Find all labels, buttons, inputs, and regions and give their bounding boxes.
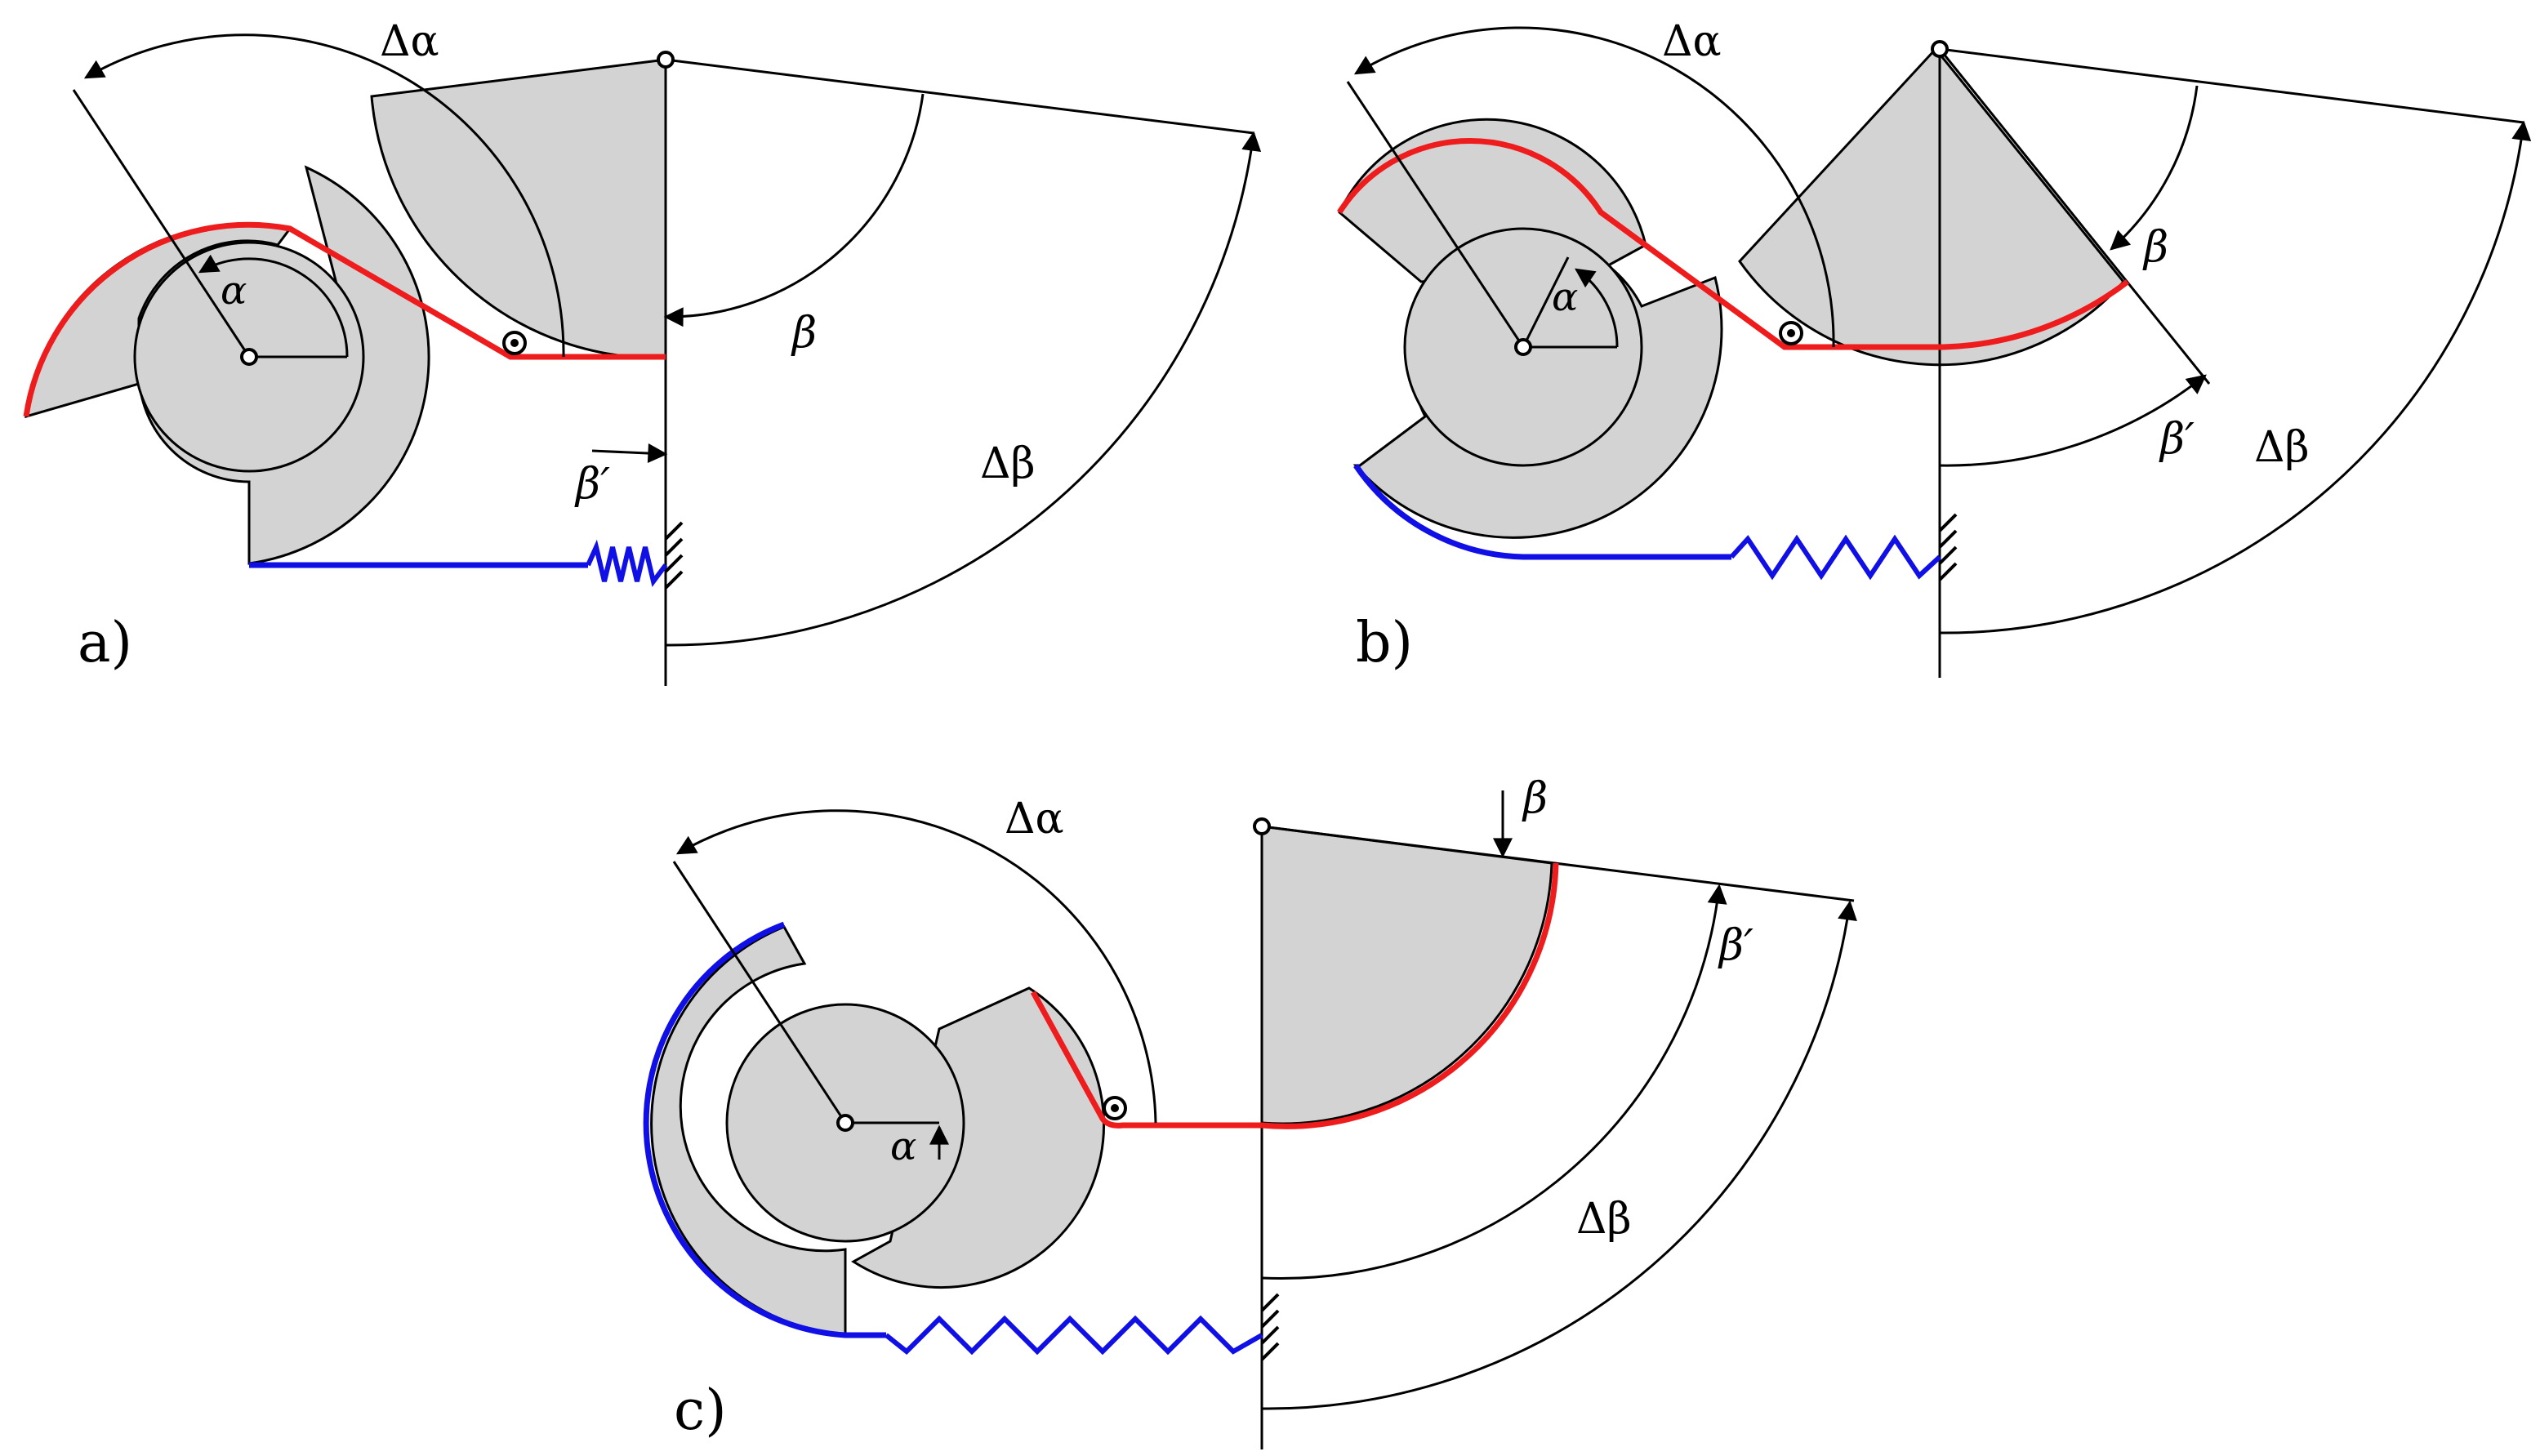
red-cable-b [1337,137,2130,350]
label-delta-alpha-b: Δα [1662,17,1722,66]
delta-beta-arc-b [1939,120,2532,634]
label-delta-beta-b: Δβ [2254,423,2310,472]
sector-c [1260,825,1553,1125]
center-a [240,348,258,366]
panel-a: Δα α β β′ Δβ a) [23,17,1262,686]
alpha-arc-b [1575,268,1619,348]
cam-disc-c [650,925,847,1337]
label-beta-b: β [2142,223,2168,272]
ground-c [1260,1293,1280,1361]
beta-arc-a [663,93,925,327]
center-b [1514,338,1532,356]
pivot-c [1253,817,1271,835]
delta-beta-arc-a [665,131,1262,647]
delta-alpha-arc-c [675,809,1157,1124]
alpha-arc-a [198,254,349,358]
label-beta-a: β [791,309,817,358]
beta-prime-arc-b [1939,374,2207,467]
beta-prime-arc-c [1261,884,1727,1280]
panel-b: Δα α β β′ Δβ b) [1337,17,2532,678]
beta-arc-b [2110,85,2199,251]
pivot-b [1931,40,1949,58]
ground-a [664,521,684,590]
label-delta-alpha-a: Δα [380,17,439,66]
spring-a [586,539,668,587]
label-beta-prime-b: β′ [2159,415,2195,464]
beam-b [1939,47,2524,124]
label-beta-c: β [1522,774,1548,823]
blue-cable-c [643,921,886,1338]
delta-beta-arc-c [1261,900,1857,1410]
panel-label-a: a) [78,611,132,675]
red-cable-a [23,221,666,417]
blue-cable-b [1353,464,1731,560]
delta-alpha-arc-a [83,33,565,358]
pivot-a [657,51,675,69]
label-delta-beta-c: Δβ [1576,1195,1632,1244]
label-delta-alpha-c: Δα [1005,795,1064,844]
label-delta-beta-a: Δβ [980,439,1036,488]
sector-b [1738,47,2125,367]
panel-label-b: b) [1356,611,1413,675]
beta-prime-arrow-a [591,443,668,464]
ground-b [1938,513,1958,581]
delta-alpha-arc-b [1353,26,1835,348]
center-c [836,1114,854,1132]
label-alpha-a: α [221,268,247,314]
spring-c [885,1315,1263,1356]
panel-c: Δα α β β′ Δβ c) [643,774,1857,1449]
spring-b [1729,534,1942,581]
red-cable-c [1030,862,1559,1129]
panel-label-c: c) [674,1378,727,1443]
label-alpha-c: α [890,1124,916,1169]
label-alpha-b: α [1552,274,1578,320]
label-beta-prime-c: β′ [1718,921,1753,970]
label-beta-prime-a: β′ [574,460,610,509]
beam-a [665,58,1254,135]
